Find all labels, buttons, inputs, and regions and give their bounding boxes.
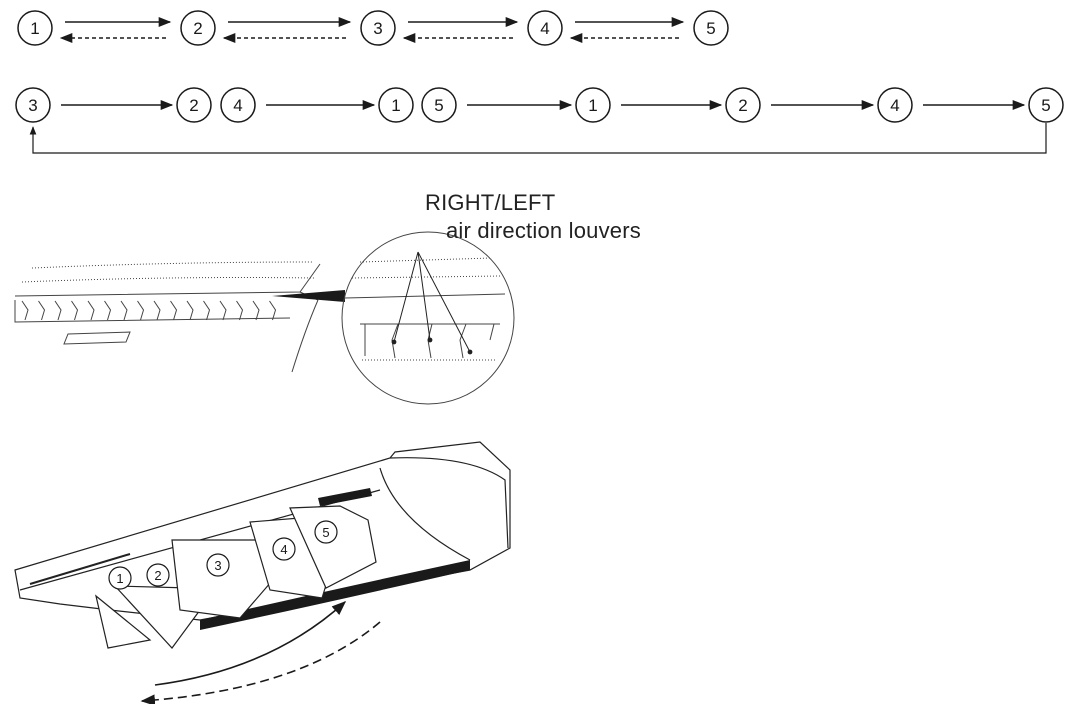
sequence-step-node: 2	[180, 10, 216, 46]
cycle-step-node-circle	[421, 87, 457, 123]
louver-slat	[252, 300, 260, 321]
louver-slat	[54, 300, 62, 321]
cycle-step-node: 2	[725, 87, 761, 123]
louver-slat	[186, 300, 194, 321]
airflow-position-labels: 1 2 3 4 5	[108, 520, 338, 590]
louver-slat	[71, 300, 79, 321]
airflow-position-label: 5	[322, 525, 329, 540]
louver-label-title: RIGHT/LEFT	[425, 190, 556, 215]
cycle-step-node-circle	[15, 87, 51, 123]
cycle-step-node: 4	[220, 87, 256, 123]
cycle-step-node-circle	[1028, 87, 1064, 123]
cycle-step-node-circle	[176, 87, 212, 123]
sequence-step-node-label: 1	[30, 19, 39, 38]
cycle-return-line	[29, 123, 1047, 154]
airflow-position-marker: 4	[272, 537, 296, 561]
airflow-position-label: 3	[214, 558, 221, 573]
cycle-step-node-label: 1	[391, 96, 400, 115]
cycle-step-node-label: 2	[189, 96, 198, 115]
louver-slat	[87, 300, 95, 321]
louver-slat	[203, 300, 211, 321]
louver-slat	[104, 300, 112, 321]
sequence-step-node: 5	[693, 10, 729, 46]
louver-slat	[219, 300, 227, 321]
louver-slat	[137, 300, 145, 321]
cycle-step-node-circle	[725, 87, 761, 123]
cycle-step-node-circle	[378, 87, 414, 123]
louver-slat	[236, 300, 244, 321]
sequence-step-node-circle	[17, 10, 53, 46]
sequence-step-node: 4	[527, 10, 563, 46]
sequence-step-node-label: 3	[373, 19, 382, 38]
sequence-step-node: 1	[17, 10, 53, 46]
cycle-step-node-label: 4	[233, 96, 242, 115]
cycle-step-node: 2	[176, 87, 212, 123]
cycle-step-node: 4	[877, 87, 913, 123]
airflow-position-marker: 2	[146, 563, 170, 587]
airflow-position-label: 2	[154, 568, 161, 583]
airflow-position-label: 1	[116, 571, 123, 586]
bidirectional-sequence-row: 1 2 3 4 5	[17, 10, 729, 46]
cycle-step-node-label: 3	[28, 96, 37, 115]
louver-slat	[38, 300, 46, 321]
cycle-step-node: 1	[575, 87, 611, 123]
cycle-step-node-label: 5	[1041, 96, 1050, 115]
airflow-position-marker: 3	[206, 553, 230, 577]
zoom-pointer	[272, 290, 345, 302]
louver-slat	[120, 300, 128, 321]
louver-slat	[269, 300, 277, 321]
cycle-step-node: 5	[1028, 87, 1064, 123]
louver-slats	[21, 300, 277, 321]
louver-zoom-detail	[341, 231, 515, 405]
sequence-step-node-label: 5	[706, 19, 715, 38]
louver-panel-illustration	[14, 261, 345, 373]
sequence-step-node-label: 4	[540, 19, 549, 38]
sequence-step-node-circle	[693, 10, 729, 46]
louver-label-subtitle: air direction louvers	[446, 218, 641, 243]
cycle-step-node-circle	[220, 87, 256, 123]
sequence-step-node-circle	[360, 10, 396, 46]
cycle-step-node-circle	[877, 87, 913, 123]
sequence-step-node: 3	[360, 10, 396, 46]
cycle-step-node-label: 4	[890, 96, 899, 115]
indoor-unit-illustration	[14, 441, 511, 649]
cycle-step-node-label: 2	[738, 96, 747, 115]
cycle-step-node: 5	[421, 87, 457, 123]
airflow-position-marker: 1	[108, 566, 132, 590]
sequence-step-node-circle	[527, 10, 563, 46]
airflow-position-label: 4	[280, 542, 287, 557]
cycle-step-node-label: 1	[588, 96, 597, 115]
swing-direction-arrows	[140, 601, 381, 706]
louver-slat	[21, 300, 29, 321]
louver-slat	[170, 300, 178, 321]
airflow-position-marker: 5	[314, 520, 338, 544]
sequence-step-node-circle	[180, 10, 216, 46]
cycle-sequence-row: 3 2 4 1 5 1 2 4 5	[15, 87, 1064, 154]
cycle-step-node: 3	[15, 87, 51, 123]
cycle-step-node-circle	[575, 87, 611, 123]
cycle-step-node-label: 5	[434, 96, 443, 115]
cycle-step-node: 1	[378, 87, 414, 123]
sequence-step-node-label: 2	[193, 19, 202, 38]
louver-slat	[153, 300, 161, 321]
